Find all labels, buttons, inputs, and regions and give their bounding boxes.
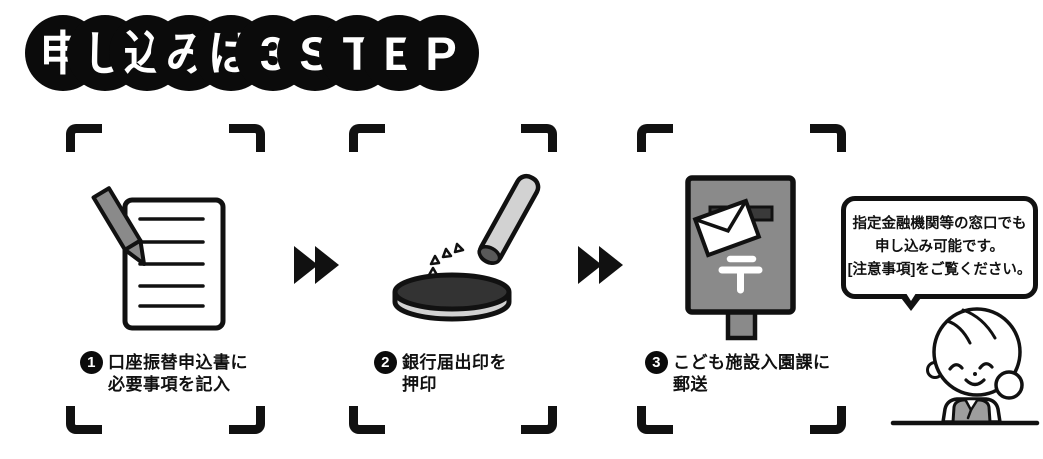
step-2-label: 2 銀行届出印を 押印 [374,351,507,396]
callout-line1: 指定金融機関等の窓口でも [852,216,1027,232]
closed-eyes [948,362,994,371]
callout-line3: [注意事項]をご覧ください。 [847,262,1032,278]
bracket-corner [349,406,385,434]
hair-strokes [945,308,997,345]
receptionist-illustration [890,307,1040,426]
bracket-corner [349,124,385,152]
head [932,307,1022,397]
collar [963,397,980,412]
bracket-corner [810,124,846,152]
step-2-number-badge: 2 [374,351,397,374]
title-char: P [403,15,479,91]
step-3-label: 3 こども施設入園課に 郵送 [645,351,831,396]
step-1-label-line1: 口座振替申込書に [108,352,248,372]
step-1-frame [66,124,265,434]
nose [973,372,977,376]
hair-bun [994,370,1024,400]
bracket-corner [229,124,265,152]
bracket-corner [66,124,102,152]
envelope-icon [692,198,762,258]
postbox-icon [685,175,796,341]
bracket-corner [810,406,846,434]
bracket-corner [521,124,557,152]
double-arrow-icon [578,246,623,284]
step-2-label-line2: 押印 [402,375,437,394]
bracket-corner [521,406,557,434]
callout-line2: 申し込み可能です。 [874,239,1005,255]
vest-seam [966,408,973,420]
double-arrow-icon [294,246,339,284]
hanko-stamp-icon [392,173,541,322]
step-1-label: 1 口座振替申込書に 必要事項を記入 [80,351,248,396]
step-3-number-badge: 3 [645,351,668,374]
postal-mark-icon [718,255,763,294]
pen-and-form-icon [91,186,226,331]
bracket-corner [637,406,673,434]
step-2-label-line1: 銀行届出印を [402,352,507,372]
smile [964,378,986,387]
step-1-number-badge: 1 [80,351,103,374]
step-3-label-line1: こども施設入園課に [673,352,831,372]
step-2-frame [349,124,557,434]
bracket-corner [637,124,673,152]
bracket-corner [66,406,102,434]
step-1-label-line2: 必要事項を記入 [108,375,231,394]
bracket-corner [229,406,265,434]
step-3-frame [637,124,846,434]
step-3-label-line2: 郵送 [673,375,708,394]
callout-bubble: 指定金融機関等の窓口でも 申し込み可能です。 [注意事項]をご覧ください。 [841,196,1038,311]
page-title: 申 し 込 み は 3 S T E P [25,15,479,91]
